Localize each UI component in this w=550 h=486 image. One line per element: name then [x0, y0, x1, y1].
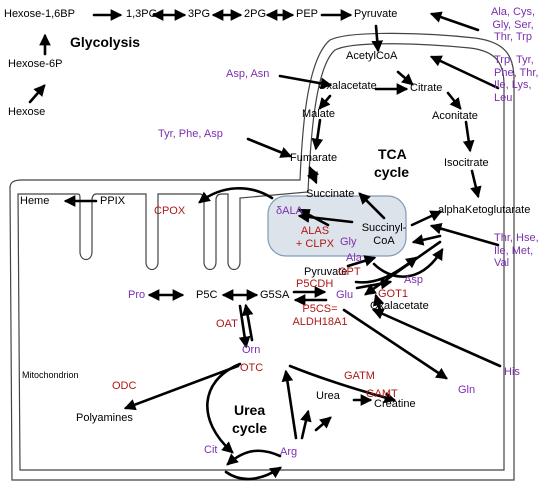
tca-title-line2: cycle	[374, 164, 410, 180]
acetylcoa-label: AcetylCoA	[346, 50, 398, 62]
succinyl-feeder-amino-acids: Thr, Hse, Ile, Met, Val	[494, 232, 539, 270]
mitochondrion-inner-membrane	[17, 43, 505, 471]
acetyl-feeder-amino-acids: Trp, Tyr, Phe, Thr, Ile, Lys, Leu	[494, 54, 538, 105]
succinylcoa-label: Succinyl- CoA	[356, 222, 412, 247]
hexose-label: Hexose	[8, 106, 46, 118]
cit-label: Cit	[204, 444, 218, 456]
hexose6p-label: Hexose-6P	[8, 58, 63, 70]
asp-asn-label: Asp, Asn	[226, 68, 270, 80]
alphaketoglutarate-label: alphaKetoglutarate	[438, 204, 531, 216]
got1-enzyme-label: GOT1	[378, 288, 408, 300]
tca-title-line1: TCA	[378, 146, 407, 162]
pyruvate-label: Pyruvate	[354, 8, 398, 20]
asp-label: Asp	[404, 274, 423, 286]
his-label: His	[504, 366, 520, 378]
oat-enzyme-label: OAT	[216, 318, 238, 330]
p5cdh-enzyme-label: P5CDH	[296, 278, 334, 290]
pathway-arrows	[28, 9, 502, 481]
urea-cycle-title-line1: Urea	[234, 402, 266, 418]
p5cs-line-1: P5CS=	[302, 303, 338, 315]
mitochondrion-outer-membrane	[9, 32, 515, 481]
pep-label: PEP	[296, 8, 319, 20]
p5cs-enzyme-label: P5CS= ALDH18A1	[290, 303, 350, 328]
urea-cycle-title-line2: cycle	[232, 420, 268, 436]
glycolysis-title: Glycolysis	[70, 34, 141, 50]
alas-clpx-enzyme-label: ALAS + CLPX	[288, 225, 342, 250]
aa-line-3: Thr, Trp	[494, 31, 532, 44]
oxalacetate-label: Oxalacetate	[318, 80, 377, 92]
pg2-label: 2PG	[244, 8, 267, 20]
glu-label: Glu	[336, 289, 354, 301]
gpt-enzyme-label: GPT	[338, 266, 361, 278]
pyruvate-2-label: Pyruvate	[304, 266, 348, 278]
otc-enzyme-label: OTC	[240, 362, 264, 374]
pg13-label: 1,3PG	[126, 8, 158, 20]
pg3-label: 3PG	[188, 8, 211, 20]
g5sa-label: G5SA	[260, 289, 290, 301]
aa-line-2: Phe, Thr,	[494, 66, 539, 79]
aa-line-2: Ile, Met,	[494, 244, 534, 257]
orn-label: Orn	[242, 344, 261, 356]
aa-line-3: Ile, Lys,	[494, 79, 532, 92]
gatm-enzyme-label: GATM	[344, 370, 375, 382]
citrate-label: Citrate	[410, 82, 443, 94]
gamt-enzyme-label: GAMT	[366, 388, 398, 400]
aa-line-4: Leu	[494, 91, 513, 104]
hexose-16bp-label: Hexose-1,6BP	[4, 8, 75, 20]
oxalacetate-2-label: Oxalacetate	[370, 300, 429, 312]
creatine-label: Creatine	[374, 398, 416, 410]
alas-line-2: + CLPX	[295, 237, 335, 250]
p5c-label: P5C	[196, 289, 218, 301]
malate-label: Malate	[302, 108, 336, 120]
aconitate-label: Aconitate	[432, 110, 478, 122]
ala-label: Ala	[346, 252, 362, 264]
heme-label: Heme	[20, 195, 50, 207]
gly-label: Gly	[340, 236, 357, 248]
tyr-phe-asp-label: Tyr, Phe, Asp	[158, 128, 223, 140]
ppix-label: PPIX	[100, 195, 126, 207]
succinylcoa-line-2: CoA	[373, 234, 395, 247]
fumarate-label: Fumarate	[290, 152, 338, 164]
arg-label: Arg	[280, 446, 298, 458]
alas-line-1: ALAS	[300, 225, 330, 237]
polyamines-label: Polyamines	[76, 412, 133, 424]
odc-enzyme-label: ODC	[112, 380, 137, 392]
aa-line-1: Trp, Tyr,	[494, 54, 534, 66]
urea-label: Urea	[316, 390, 340, 402]
succinate-label: Succinate	[306, 188, 355, 200]
aa-line-1: Ala, Cys,	[490, 6, 535, 18]
aa-line-1: Thr, Hse,	[494, 232, 539, 244]
cpox-enzyme-label: CPOX	[154, 205, 186, 217]
succinylcoa-line-1: Succinyl-	[361, 222, 407, 234]
aa-line-3: Val	[494, 257, 510, 270]
pyruvate-feeder-amino-acids: Ala, Cys, Gly, Ser, Thr, Trp	[482, 6, 544, 44]
p5cs-line-2: ALDH18A1	[292, 315, 348, 328]
gln-label: Gln	[458, 384, 476, 396]
dala-label: δALA	[276, 205, 303, 217]
mitochondrion-label: Mitochondrion	[22, 370, 79, 380]
pro-label: Pro	[128, 289, 146, 301]
aa-line-2: Gly, Ser,	[492, 18, 534, 31]
isocitrate-label: Isocitrate	[444, 157, 489, 169]
